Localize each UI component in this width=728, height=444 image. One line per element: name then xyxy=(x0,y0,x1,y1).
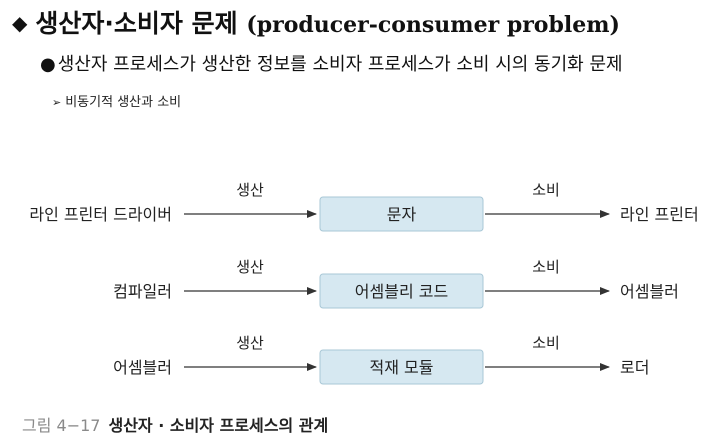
title-english: (producer-consumer problem) xyxy=(246,12,620,38)
buffer-box xyxy=(319,273,484,309)
consumer-label: 라인 프린터 xyxy=(620,205,699,224)
buffer-item-label: 적재 모듈 xyxy=(370,358,434,377)
consume-label: 소비 xyxy=(532,181,560,199)
title-korean: 생산자·소비자 문제 xyxy=(35,9,238,38)
produce-label: 생산 xyxy=(236,181,264,199)
producer-label: 컴파일러 xyxy=(113,282,172,301)
subtitle-text: 생산자 프로세스가 생산한 정보를 소비자 프로세스가 소비 시의 동기화 문제 xyxy=(57,54,623,75)
slide-title: ◆ 생산자·소비자 문제 (producer-consumer problem) xyxy=(12,4,620,40)
sub-point: ➢비동기적 생산과 소비 xyxy=(52,91,181,110)
buffer-item-label: 문자 xyxy=(387,205,417,224)
figure-caption-text: 생산자 · 소비자 프로세스의 관계 xyxy=(108,416,329,435)
produce-label: 생산 xyxy=(236,258,264,276)
arrow-bullet-icon: ➢ xyxy=(52,96,62,109)
producer-label: 어셈블러 xyxy=(113,358,172,377)
figure-number: 그림 4−17 xyxy=(22,416,101,435)
buffer-item-label: 어셈블리 코드 xyxy=(355,282,448,301)
buffer-box xyxy=(319,196,484,232)
consumer-label: 로더 xyxy=(620,358,649,377)
consume-label: 소비 xyxy=(532,258,560,276)
figure-caption: 그림 4−17 생산자 · 소비자 프로세스의 관계 xyxy=(22,412,328,436)
producer-label: 라인 프린터 드라이버 xyxy=(29,205,172,224)
sub-point-text: 비동기적 생산과 소비 xyxy=(65,95,182,110)
diamond-bullet-icon: ◆ xyxy=(12,11,28,35)
consumer-label: 어셈블러 xyxy=(620,282,679,301)
consume-label: 소비 xyxy=(532,334,560,352)
produce-label: 생산 xyxy=(236,334,264,352)
circle-bullet-icon: ● xyxy=(40,54,56,75)
subtitle: ●생산자 프로세스가 생산한 정보를 소비자 프로세스가 소비 시의 동기화 문… xyxy=(40,50,623,76)
buffer-box xyxy=(319,349,484,385)
